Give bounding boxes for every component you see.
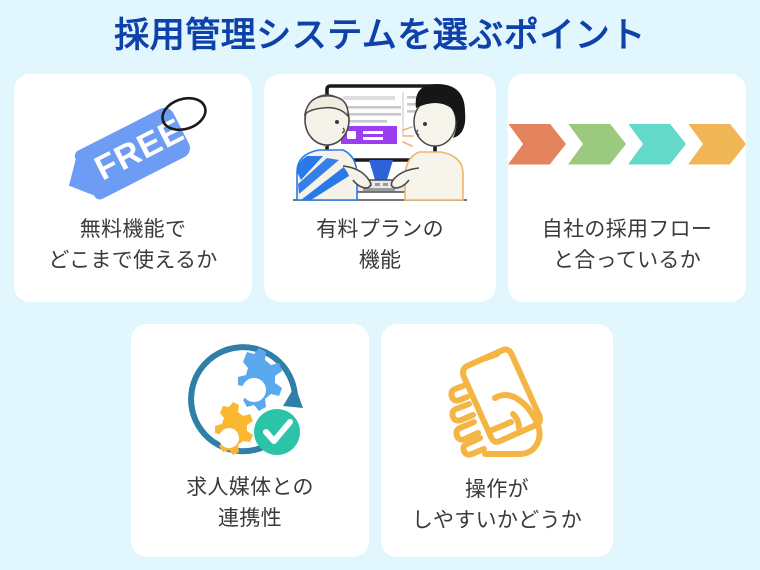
chevron-step-1: [508, 123, 566, 165]
free-features-illustration: FREE: [14, 74, 252, 214]
chevron-step-2: [568, 123, 626, 165]
card-ease-of-use-label: 操作が しやすいかどうか: [411, 478, 583, 532]
card-job-board-integration[interactable]: 求人媒体との 連携性: [131, 324, 369, 557]
recruitment-flow-illustration: [508, 74, 746, 214]
gear-orange: [215, 402, 253, 455]
two-people-at-monitor-icon: [293, 84, 467, 201]
card-paid-plan-features-label: 有料プランの 機能: [316, 218, 444, 272]
card-recruitment-flow-match[interactable]: 自社の採用フロー と合っているか: [508, 74, 746, 302]
card-free-features-label: 無料機能で どこまで使えるか: [48, 218, 218, 272]
paid-plan-illustration: [264, 74, 496, 214]
gears-sync-check-icon: [188, 344, 303, 455]
ease-of-use-illustration: [381, 324, 613, 474]
card-recruitment-flow-match-label: 自社の採用フロー と合っているか: [541, 218, 713, 272]
card-free-features[interactable]: FREE 無料機能で どこまで使えるか: [14, 74, 252, 302]
card-paid-plan-features[interactable]: 有料プランの 機能: [264, 74, 496, 302]
price-tag-free-icon: FREE: [43, 79, 223, 209]
job-board-integration-illustration: [131, 324, 369, 472]
chevron-step-4: [688, 123, 746, 165]
four-chevron-process-icon: [508, 123, 746, 165]
hand-holding-smartphone-icon: [448, 346, 543, 458]
page-title: 採用管理システムを選ぶポイント: [114, 16, 646, 55]
card-ease-of-use[interactable]: 操作が しやすいかどうか: [381, 324, 613, 557]
check-circle: [254, 409, 300, 455]
chevron-step-3: [628, 123, 686, 165]
card-job-board-integration-label: 求人媒体との 連携性: [186, 476, 314, 530]
